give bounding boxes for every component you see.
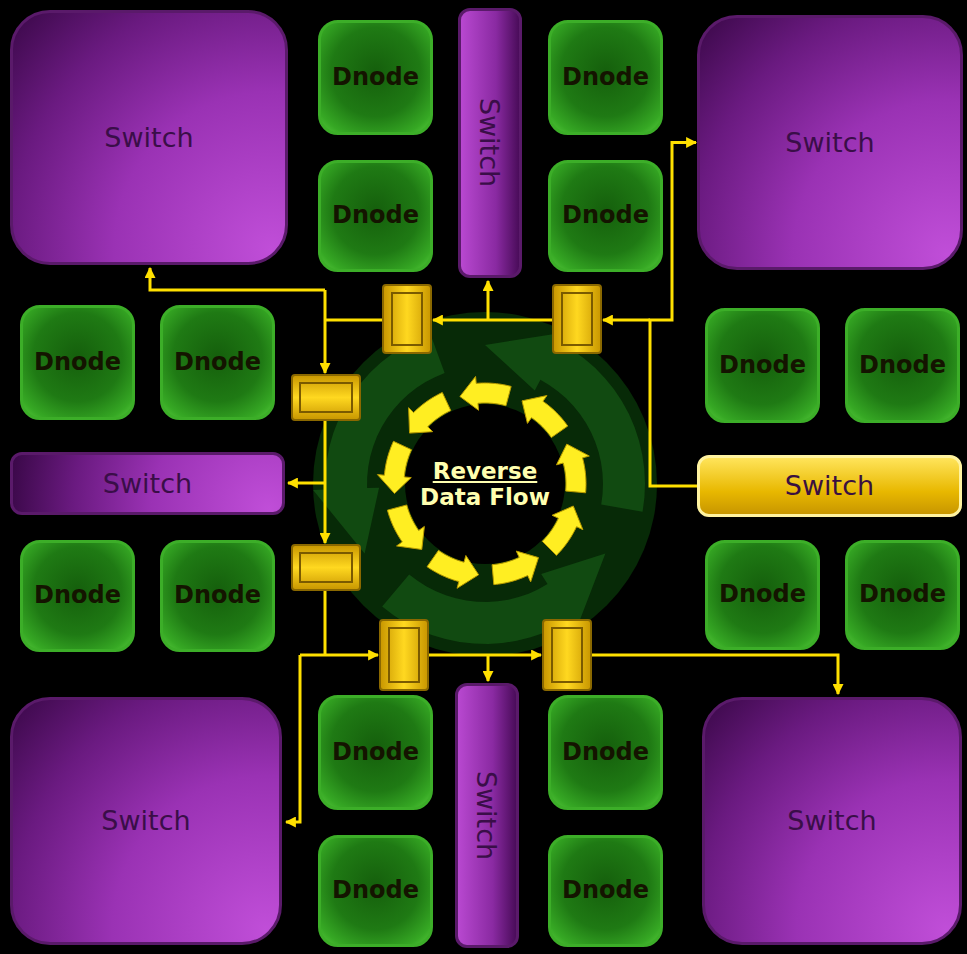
dnode-box: Dnode bbox=[548, 20, 663, 135]
node-label: Dnode bbox=[332, 877, 419, 905]
data-wire bbox=[487, 655, 490, 681]
flow-arrow bbox=[377, 441, 411, 493]
switch-box: Switch bbox=[702, 697, 962, 945]
register-block bbox=[392, 293, 422, 345]
switch-box: Switch bbox=[697, 15, 963, 270]
dnode-box: Dnode bbox=[548, 160, 663, 272]
data-wire bbox=[603, 319, 650, 322]
node-label: Dnode bbox=[34, 582, 121, 610]
dnode-box: Dnode bbox=[548, 835, 663, 947]
node-label: Switch bbox=[471, 771, 502, 860]
flow-arrow bbox=[556, 444, 589, 493]
node-label: Dnode bbox=[332, 64, 419, 92]
dnode-box: Dnode bbox=[318, 835, 433, 947]
flow-arrow bbox=[460, 376, 511, 410]
node-label: Dnode bbox=[562, 877, 649, 905]
node-label: Dnode bbox=[34, 349, 121, 377]
node-label: Dnode bbox=[719, 581, 806, 609]
flow-arrow bbox=[427, 550, 479, 588]
register-block bbox=[552, 628, 582, 682]
node-label: Switch bbox=[103, 468, 192, 499]
node-label: Switch bbox=[474, 98, 505, 187]
dnode-box: Dnode bbox=[705, 308, 820, 423]
switch-box-highlighted: Switch bbox=[697, 455, 962, 517]
switch-box: Switch bbox=[10, 10, 288, 265]
node-label: Dnode bbox=[562, 739, 649, 767]
dnode-box: Dnode bbox=[20, 305, 135, 420]
register-block bbox=[300, 383, 352, 412]
node-label: Dnode bbox=[332, 739, 419, 767]
node-label: Dnode bbox=[332, 202, 419, 230]
data-wire bbox=[286, 655, 300, 822]
node-label: Data Flow bbox=[420, 484, 550, 510]
dnode-box: Dnode bbox=[318, 160, 433, 272]
register-block bbox=[562, 293, 592, 345]
data-wire bbox=[428, 654, 541, 657]
dnode-box: Dnode bbox=[160, 540, 275, 652]
register-block bbox=[292, 545, 360, 590]
data-wire bbox=[433, 319, 553, 322]
register-block bbox=[543, 620, 591, 690]
data-wire bbox=[150, 268, 325, 290]
dnode-box: Dnode bbox=[160, 305, 275, 420]
register-block bbox=[389, 628, 419, 682]
node-label: Switch bbox=[101, 805, 190, 836]
data-wire bbox=[325, 319, 383, 322]
register-block bbox=[380, 620, 428, 690]
switch-box: Switch bbox=[458, 8, 522, 278]
dnode-box: Dnode bbox=[845, 308, 960, 423]
node-label: Switch bbox=[785, 127, 874, 158]
dnode-box: Dnode bbox=[548, 695, 663, 810]
node-label: Dnode bbox=[719, 352, 806, 380]
dnode-box: Dnode bbox=[318, 20, 433, 135]
node-label: Dnode bbox=[174, 349, 261, 377]
dnode-box: Dnode bbox=[20, 540, 135, 652]
register-block bbox=[300, 553, 352, 582]
register-block bbox=[292, 375, 360, 420]
data-wire bbox=[288, 482, 325, 485]
flow-arrow bbox=[542, 506, 583, 555]
flow-arrow bbox=[492, 551, 538, 585]
data-wire bbox=[324, 590, 327, 655]
data-wire bbox=[487, 281, 490, 320]
node-label: Switch bbox=[785, 470, 874, 501]
register-block bbox=[553, 285, 601, 353]
node-label: Dnode bbox=[174, 582, 261, 610]
switch-box: Switch bbox=[455, 683, 519, 948]
data-wire bbox=[591, 655, 838, 694]
node-label: Dnode bbox=[859, 352, 946, 380]
data-wire bbox=[324, 290, 327, 373]
switch-box: Switch bbox=[10, 697, 282, 945]
node-label: Dnode bbox=[562, 202, 649, 230]
node-label: Switch bbox=[104, 122, 193, 153]
register-blocks bbox=[292, 285, 601, 690]
recycle-symbol bbox=[313, 312, 657, 656]
node-label: Dnode bbox=[562, 64, 649, 92]
node-label: Switch bbox=[787, 805, 876, 836]
flow-arrow bbox=[387, 505, 424, 549]
flow-ring bbox=[377, 376, 589, 588]
flow-arrow bbox=[409, 392, 451, 433]
register-block bbox=[383, 285, 431, 353]
dnode-box: Dnode bbox=[318, 695, 433, 810]
switch-box: Switch bbox=[10, 452, 285, 515]
recycle-disc bbox=[313, 312, 657, 656]
data-wire bbox=[300, 654, 378, 657]
node-label: Dnode bbox=[859, 581, 946, 609]
dnode-box: Dnode bbox=[705, 540, 820, 650]
flow-arrow bbox=[522, 396, 568, 438]
flow-circle: ReverseData Flow bbox=[410, 434, 560, 534]
node-label: Reverse bbox=[433, 458, 538, 484]
dnode-box: Dnode bbox=[845, 540, 960, 650]
